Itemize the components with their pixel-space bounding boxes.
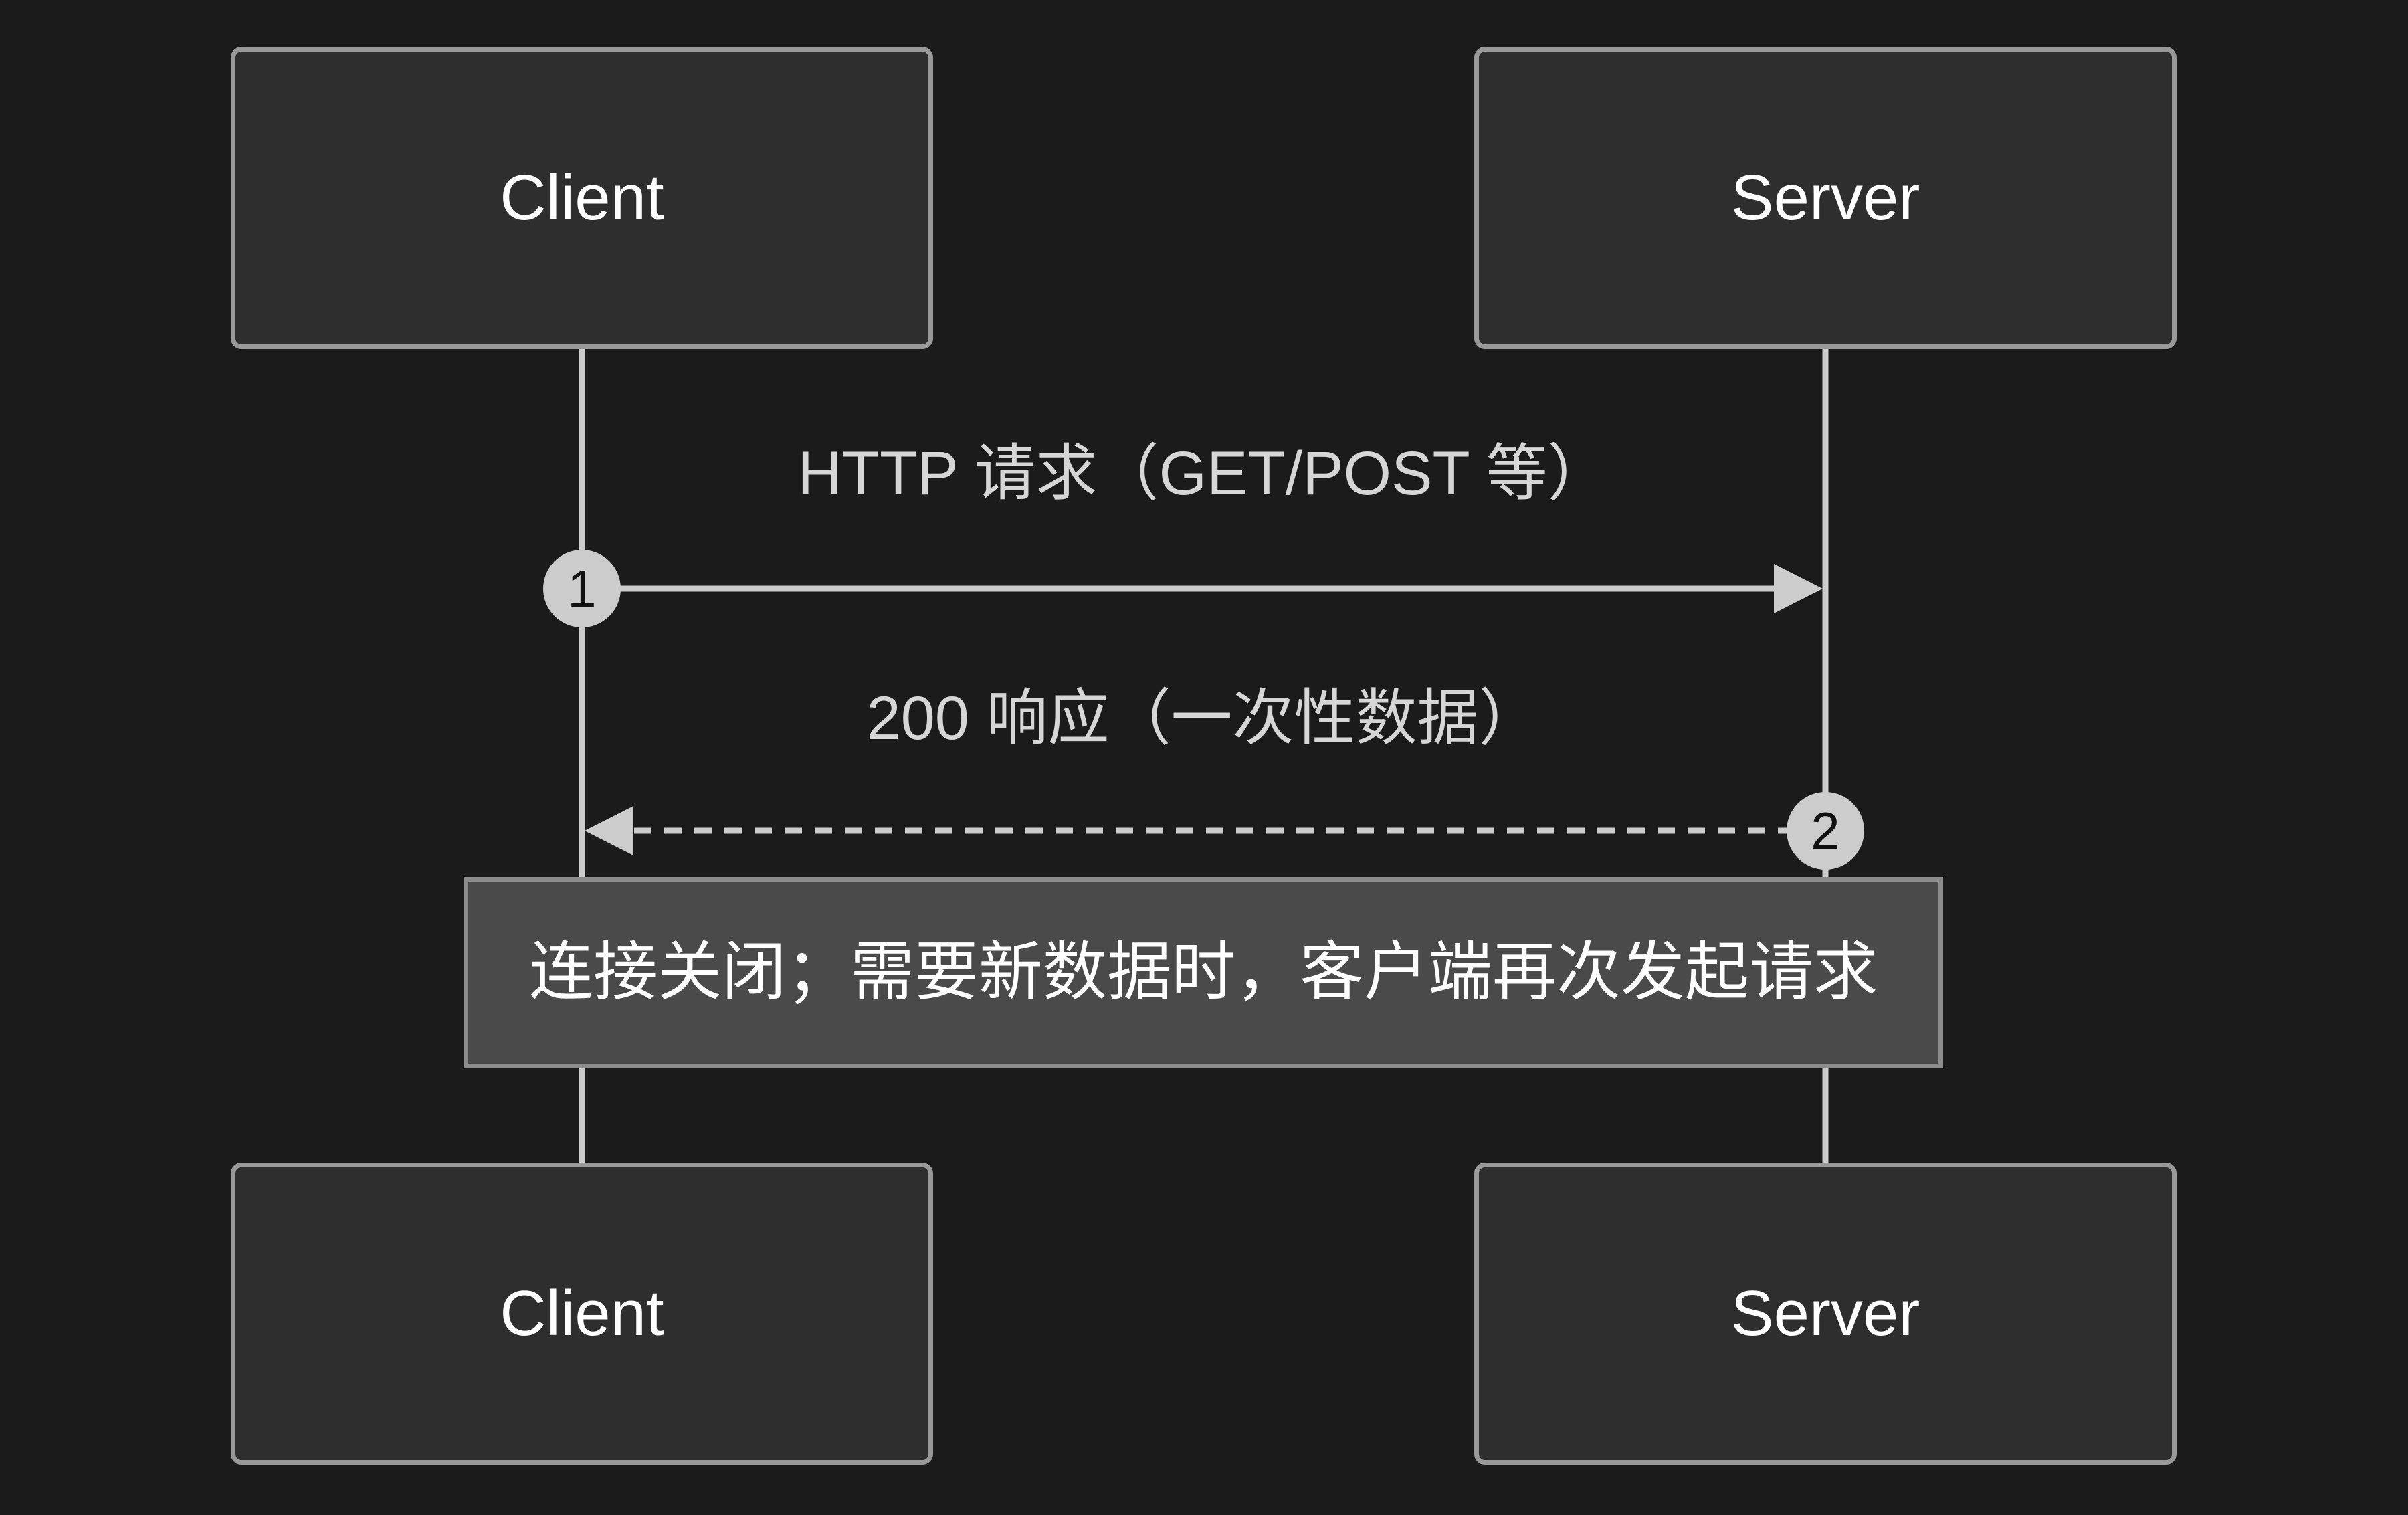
sequence-number-badge-1: 1 xyxy=(543,550,621,627)
actor-box-server-top: Server xyxy=(1474,47,2177,349)
message-2-arrowhead-icon xyxy=(585,806,633,855)
sequence-number-1: 1 xyxy=(567,559,597,618)
message-2-label: 200 响应（一次性数据） xyxy=(866,684,1540,752)
actor-box-server-bottom: Server xyxy=(1474,1163,2177,1465)
sequence-number-2: 2 xyxy=(1811,801,1840,860)
actor-label-server-bottom: Server xyxy=(1730,1278,1920,1349)
actor-box-client-bottom: Client xyxy=(231,1163,933,1465)
actor-label-client-bottom: Client xyxy=(500,1278,664,1349)
message-1-label: HTTP 请求（GET/POST 等） xyxy=(797,439,1609,508)
note-box: 连接关闭；需要新数据时，客户端再次发起请求 xyxy=(464,877,1943,1068)
actor-label-client-top: Client xyxy=(500,162,664,233)
note-label: 连接关闭；需要新数据时，客户端再次发起请求 xyxy=(529,936,1878,1008)
sequence-number-badge-2: 2 xyxy=(1787,792,1864,870)
message-1-arrowhead-icon xyxy=(1774,564,1823,613)
actor-label-server-top: Server xyxy=(1730,162,1920,233)
actor-box-client-top: Client xyxy=(231,47,933,349)
